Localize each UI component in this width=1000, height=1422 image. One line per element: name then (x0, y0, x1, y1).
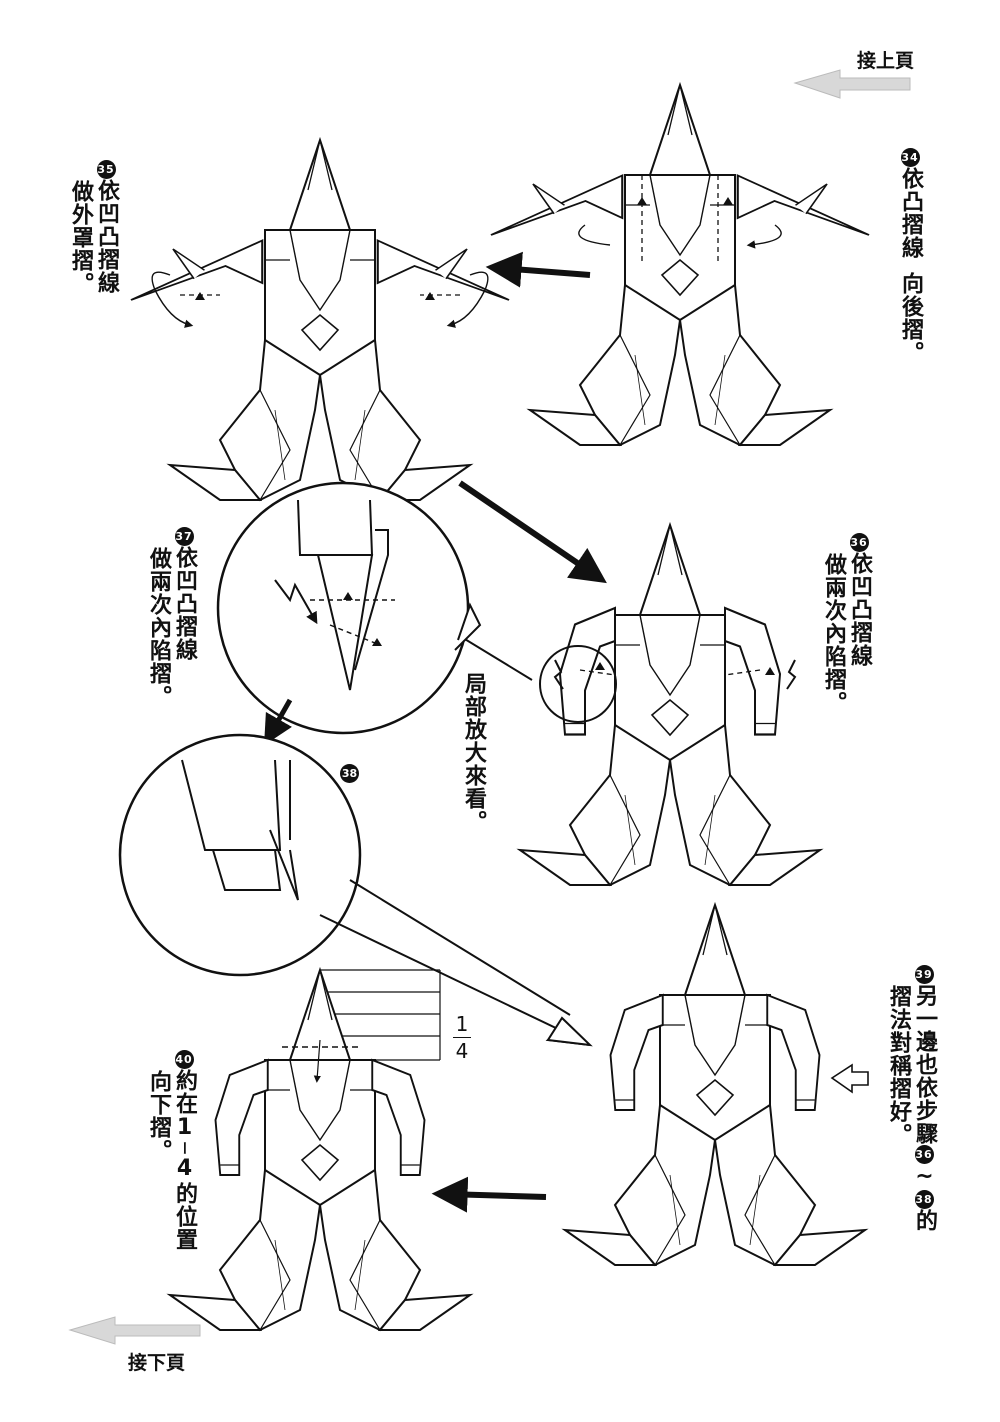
fraction-numerator: 1 (455, 1012, 469, 1036)
zoom-note: 局部放大來看。 (461, 672, 486, 833)
continue-from-arrow (793, 69, 911, 99)
step-35-figure (129, 139, 511, 501)
step-34-figure (489, 84, 871, 446)
step-36-figure (519, 524, 821, 886)
step-36-number: 36 (849, 533, 869, 552)
step-40-line-1b: 的位置 (172, 1182, 197, 1251)
step-35-line-2: 做外罩摺。 (68, 180, 93, 295)
step-39-caption: 39另一邊也依步驟36~38的 (911, 965, 937, 1232)
step-40-line-2: 向下摺。 (146, 1070, 171, 1162)
step-39-number: 39 (914, 965, 934, 984)
step-38-zoom-figure (118, 733, 593, 1047)
step-37-zoom-figure (216, 481, 482, 735)
fraction-denominator: 4 (455, 1039, 469, 1063)
step-40-caption: 40約在1ー4的位置 (171, 1050, 197, 1251)
step-37-line-2: 做兩次內陷摺。 (146, 547, 171, 708)
step-40-number: 40 (174, 1050, 194, 1069)
step-39-range-from: 36 (914, 1145, 934, 1164)
step-34-caption: 34依凸摺線 (897, 148, 923, 259)
push-arrow (830, 1063, 869, 1094)
step-35-line-1: 依凹凸摺線 (94, 179, 119, 294)
step-arrow (458, 480, 607, 584)
continue-to-arrow (68, 1316, 201, 1345)
step-39-line-1: 另一邊也依步驟 (912, 984, 937, 1145)
continued-from-label: 接上頁 (857, 50, 915, 72)
step-arrow (431, 1176, 547, 1213)
fraction-label: 1 4 (453, 1013, 471, 1062)
step-40-fraction-den: 4 (172, 1156, 197, 1182)
step-39-range-to: 38 (914, 1190, 934, 1209)
step-39-range-suffix: 的 (912, 1209, 937, 1232)
step-38-number-wrap: 38 (340, 762, 359, 783)
step-36-caption: 36依凹凸摺線 (846, 533, 872, 667)
continued-to-label: 接下頁 (128, 1352, 186, 1374)
step-36-line-1: 依凹凸摺線 (847, 552, 872, 667)
step-39-range-sep: ~ (912, 1164, 937, 1190)
step-35-number: 35 (96, 160, 116, 179)
step-40-figure (169, 969, 471, 1331)
step-40-line-1a: 約在 (172, 1069, 197, 1115)
step-37-line-1: 依凹凸摺線 (172, 546, 197, 661)
step-arrow (485, 251, 591, 288)
step-34-line-2: 向後摺。 (898, 272, 923, 364)
step-37-number: 37 (174, 527, 194, 546)
step-38-number: 38 (340, 764, 359, 783)
step-arrow (264, 698, 293, 746)
step-40-fraction-bar: ー (176, 1141, 192, 1156)
step-34-line-1: 依凸摺線 (898, 167, 923, 259)
step-36-line-2: 做兩次內陷摺。 (821, 553, 846, 714)
zoom-source-circle (539, 645, 617, 723)
step-35-caption: 35依凹凸摺線 (93, 160, 119, 294)
step-40-fraction-num: 1 (172, 1115, 197, 1141)
fraction-bar (453, 1037, 471, 1038)
step-34-number: 34 (900, 148, 920, 167)
step-37-caption: 37依凹凸摺線 (171, 527, 197, 661)
step-39-figure (564, 904, 866, 1266)
step-39-line-2: 摺法對稱摺好。 (886, 985, 911, 1146)
